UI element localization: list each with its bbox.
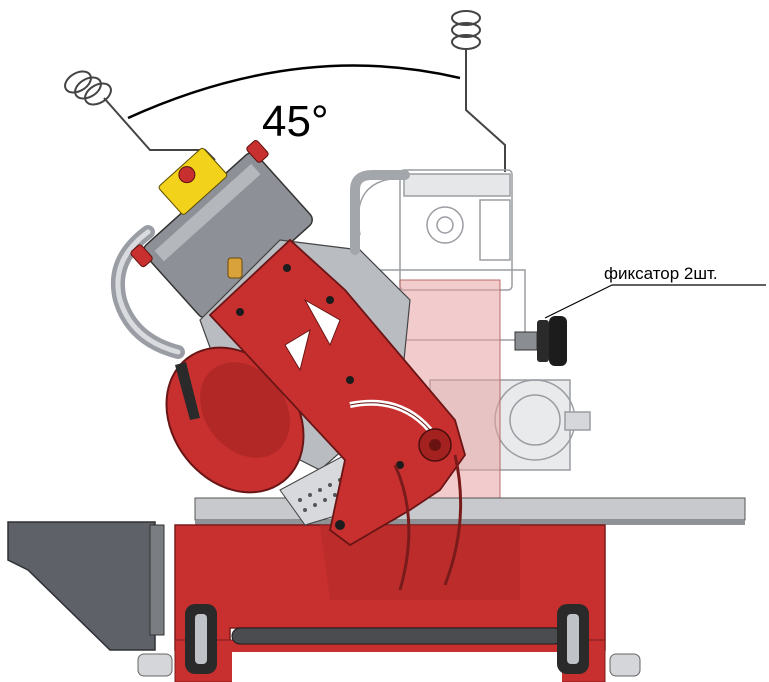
base-leg-gap <box>232 652 562 682</box>
base-inner-shadow <box>320 525 520 600</box>
angle-arc <box>127 64 461 120</box>
wheel-left <box>185 604 217 674</box>
worktable <box>194 497 746 521</box>
upright-frame-tube <box>350 170 410 255</box>
plate-cutout-2 <box>303 298 341 347</box>
base-crossbar <box>231 627 563 645</box>
angle-label: 45° <box>262 97 329 146</box>
switch-box <box>158 147 228 215</box>
tilted-machine-head <box>110 140 466 591</box>
callout-leader <box>544 284 613 319</box>
tilt-lever <box>175 362 200 420</box>
stop-button <box>178 166 196 184</box>
brass-fitting <box>227 257 243 279</box>
guide-rod <box>393 464 411 591</box>
plate-bolts <box>236 264 404 530</box>
locking-knob-right <box>514 316 567 366</box>
chute-bracket <box>149 524 165 636</box>
left-chute <box>7 521 156 651</box>
plate-lock-knob <box>418 428 452 462</box>
foot-right <box>609 653 641 677</box>
plate-cutout-1 <box>284 328 311 372</box>
foot-left <box>137 653 173 677</box>
coiled-handle-upright <box>451 10 506 172</box>
wheel-right <box>557 604 589 674</box>
callout-label: фиксатор 2шт. <box>604 264 718 283</box>
